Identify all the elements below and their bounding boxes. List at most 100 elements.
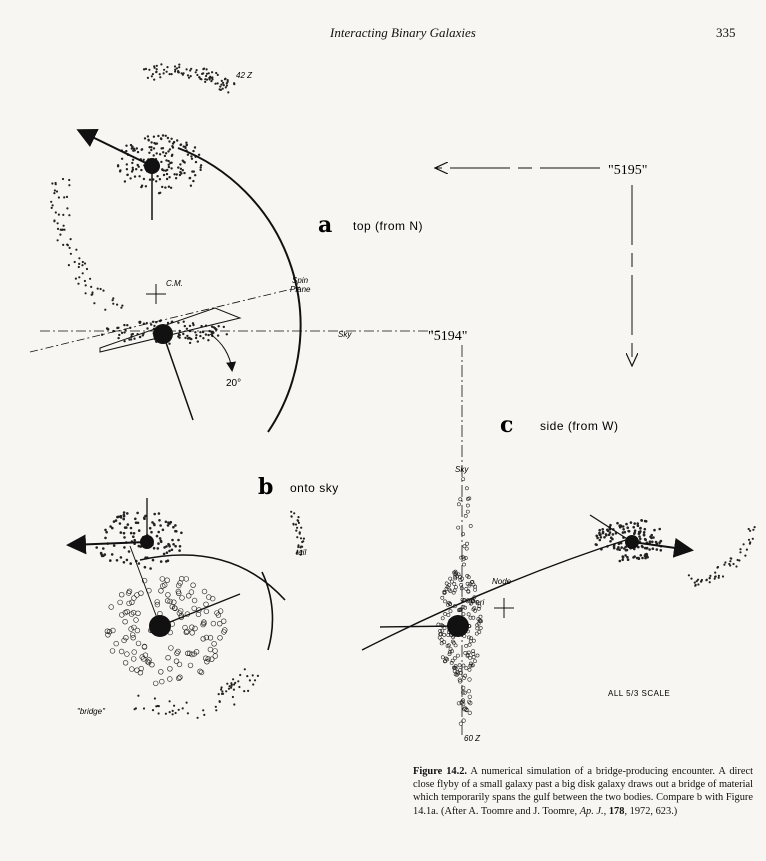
particle: [247, 690, 249, 692]
particle: [237, 680, 239, 682]
label-5195: "5195": [608, 163, 647, 178]
particle: [619, 524, 622, 527]
particle: [130, 532, 133, 535]
particle: [158, 669, 163, 674]
particle: [738, 559, 740, 561]
particle: [132, 625, 137, 630]
particle: [82, 261, 84, 263]
particle: [68, 214, 70, 216]
particle: [728, 563, 730, 565]
particle: [297, 516, 299, 518]
particle: [167, 677, 172, 682]
particle: [633, 555, 636, 558]
particle: [476, 627, 479, 630]
particle: [114, 641, 119, 646]
particle: [164, 186, 166, 188]
particle: [467, 689, 471, 693]
particle: [232, 696, 234, 698]
particle: [641, 557, 644, 560]
particle: [168, 666, 173, 671]
particle: [123, 660, 128, 665]
particle: [192, 150, 194, 152]
particle: [194, 331, 196, 333]
particle: [466, 504, 469, 507]
particle: [118, 334, 120, 336]
particle: [177, 70, 179, 72]
particle: [186, 144, 188, 146]
particle: [159, 178, 161, 180]
particle: [469, 662, 472, 665]
particle: [136, 641, 141, 646]
particle: [300, 527, 302, 529]
particle: [165, 152, 167, 154]
particle: [189, 325, 191, 327]
particle: [190, 185, 192, 187]
particle: [162, 529, 165, 532]
particle: [121, 305, 123, 307]
particle: [447, 613, 450, 616]
particle: [53, 219, 55, 221]
particle: [141, 185, 143, 187]
particle: [122, 518, 125, 521]
particle: [211, 71, 213, 73]
particle: [613, 547, 616, 550]
particle: [293, 523, 295, 525]
particle: [63, 196, 65, 198]
particle: [200, 164, 202, 166]
particle: [166, 551, 169, 554]
particle: [123, 331, 125, 333]
particle: [89, 278, 91, 280]
particle: [218, 693, 220, 695]
particle: [457, 503, 460, 506]
particle: [598, 533, 601, 536]
particle: [459, 498, 462, 501]
particle: [476, 654, 479, 657]
particle: [640, 519, 643, 522]
particle: [177, 166, 179, 168]
particle: [227, 91, 229, 93]
particle: [445, 582, 448, 585]
particle: [166, 178, 168, 180]
particle: [441, 596, 444, 599]
particle: [198, 76, 200, 78]
figure-14-2: a top (from N) b onto sky c side (from W…: [0, 0, 766, 761]
particle: [644, 553, 647, 556]
particle: [739, 551, 741, 553]
label-bridge: "bridge": [77, 707, 106, 716]
particle: [211, 621, 216, 626]
particle: [639, 527, 642, 530]
particle: [182, 707, 184, 709]
particle: [700, 580, 702, 582]
particle: [54, 189, 56, 191]
particle: [175, 712, 177, 714]
particle: [62, 244, 64, 246]
particle: [130, 633, 135, 638]
particle: [172, 543, 175, 546]
particle: [456, 654, 459, 657]
particle: [66, 207, 68, 209]
particle: [104, 529, 107, 532]
particle: [735, 565, 737, 567]
particle: [149, 179, 151, 181]
particle: [168, 164, 170, 166]
particle: [620, 546, 623, 549]
particle: [134, 175, 136, 177]
particle: [153, 79, 155, 81]
particle: [754, 526, 756, 528]
particle: [151, 521, 154, 524]
particle: [135, 593, 140, 598]
particle: [638, 532, 641, 535]
particle: [222, 82, 224, 84]
particle: [177, 539, 180, 542]
particle: [151, 75, 153, 77]
particle: [215, 328, 217, 330]
particle: [226, 84, 228, 86]
particle: [85, 292, 87, 294]
particle: [468, 643, 471, 646]
particle: [297, 544, 299, 546]
particle: [159, 524, 162, 527]
particle: [466, 542, 469, 545]
particle: [602, 531, 605, 534]
particle: [166, 173, 168, 175]
particle: [132, 535, 135, 538]
